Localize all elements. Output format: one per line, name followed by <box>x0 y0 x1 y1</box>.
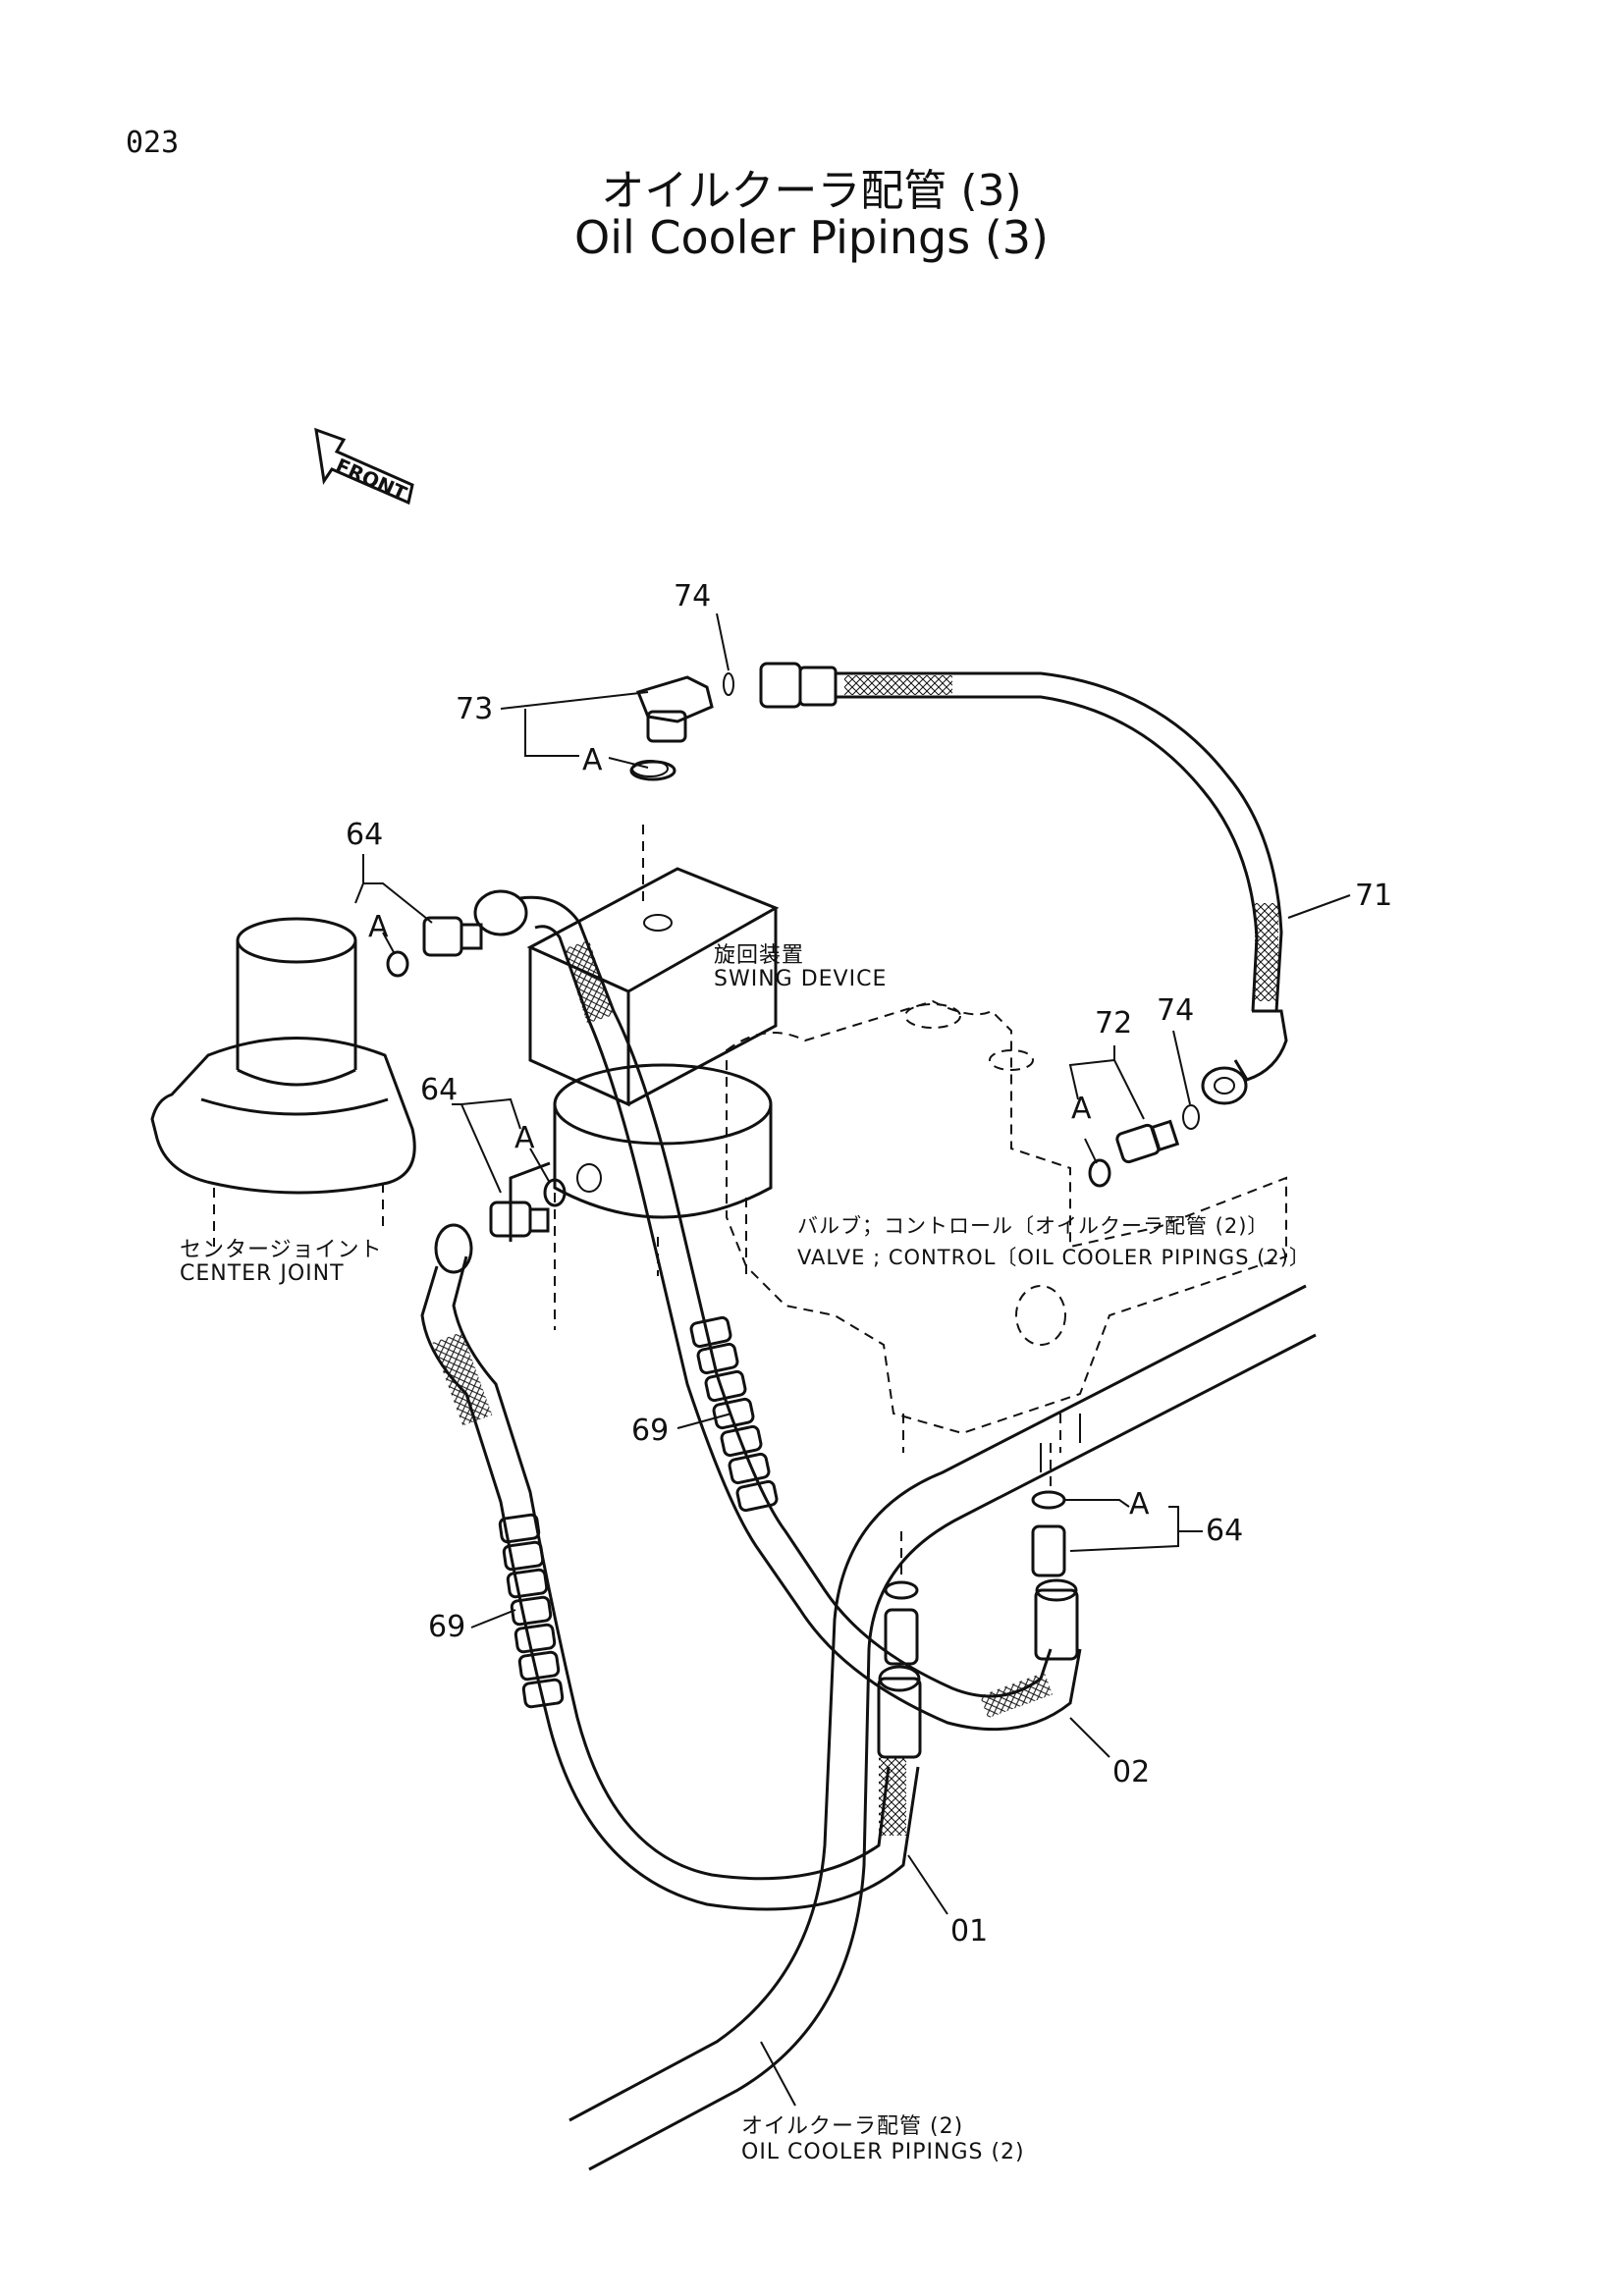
oil-cooler-pipings-label-jp: オイルクーラ配管 (2) <box>741 2114 964 2139</box>
front-arrow-icon <box>314 427 414 506</box>
swing-device-part <box>509 760 780 1330</box>
leader-lines <box>354 613 1351 2107</box>
page-title-english: Oil Cooler Pipings (3) <box>574 211 1049 264</box>
callout-69-mid: 69 <box>631 1414 670 1448</box>
callout-71: 71 <box>1355 879 1393 913</box>
control-valve-part <box>726 999 1287 1453</box>
callout-a-64-lower: A <box>1129 1487 1150 1522</box>
spring-guard-69-mid <box>689 1315 779 1513</box>
elbow-73-part <box>629 672 734 781</box>
connector-64-lower-part <box>884 1443 1066 1666</box>
callout-64-mid: 64 <box>420 1073 459 1107</box>
callout-64-upper: 64 <box>346 818 384 852</box>
callout-02: 02 <box>1112 1755 1151 1789</box>
callout-69-left: 69 <box>428 1610 466 1644</box>
center-joint-part <box>150 917 416 1247</box>
swing-device-label-jp: 旋回装置 <box>714 943 805 968</box>
center-joint-label-jp: センタージョイント <box>180 1238 383 1262</box>
spring-guard-69-left <box>498 1513 565 1709</box>
callout-01: 01 <box>950 1914 989 1949</box>
callout-72: 72 <box>1095 1006 1133 1041</box>
callout-a-64-mid: A <box>514 1121 535 1155</box>
hose-69-left-part <box>420 1178 922 1911</box>
callout-64-lower: 64 <box>1206 1514 1244 1548</box>
control-valve-label-jp: バルブ；コントロール〔オイルクーラ配管 (2)〕 <box>797 1214 1270 1238</box>
page-title-japanese: オイルクーラ配管 (3) <box>601 166 1022 216</box>
callout-74-right: 74 <box>1157 993 1195 1028</box>
callout-a-72: A <box>1071 1092 1092 1126</box>
connector-72-part <box>1088 1104 1200 1188</box>
page-number: 023 <box>126 126 180 160</box>
center-joint-label-en: CENTER JOINT <box>180 1261 345 1286</box>
oil-cooler-pipings-label-en: OIL COOLER PIPINGS (2) <box>741 2140 1025 2164</box>
callout-73: 73 <box>456 692 494 726</box>
hose-71-part <box>759 662 1288 1105</box>
oil-cooler-frame-part <box>568 1284 1317 2171</box>
callout-a-64-upper: A <box>368 910 389 944</box>
callout-a-73: A <box>582 743 603 777</box>
hose-69-part <box>386 889 1082 1732</box>
control-valve-label-en: VALVE ; CONTROL〔OIL COOLER PIPINGS (2)〕 <box>797 1246 1311 1269</box>
callout-74-top: 74 <box>674 579 712 614</box>
swing-device-label-en: SWING DEVICE <box>714 967 888 991</box>
